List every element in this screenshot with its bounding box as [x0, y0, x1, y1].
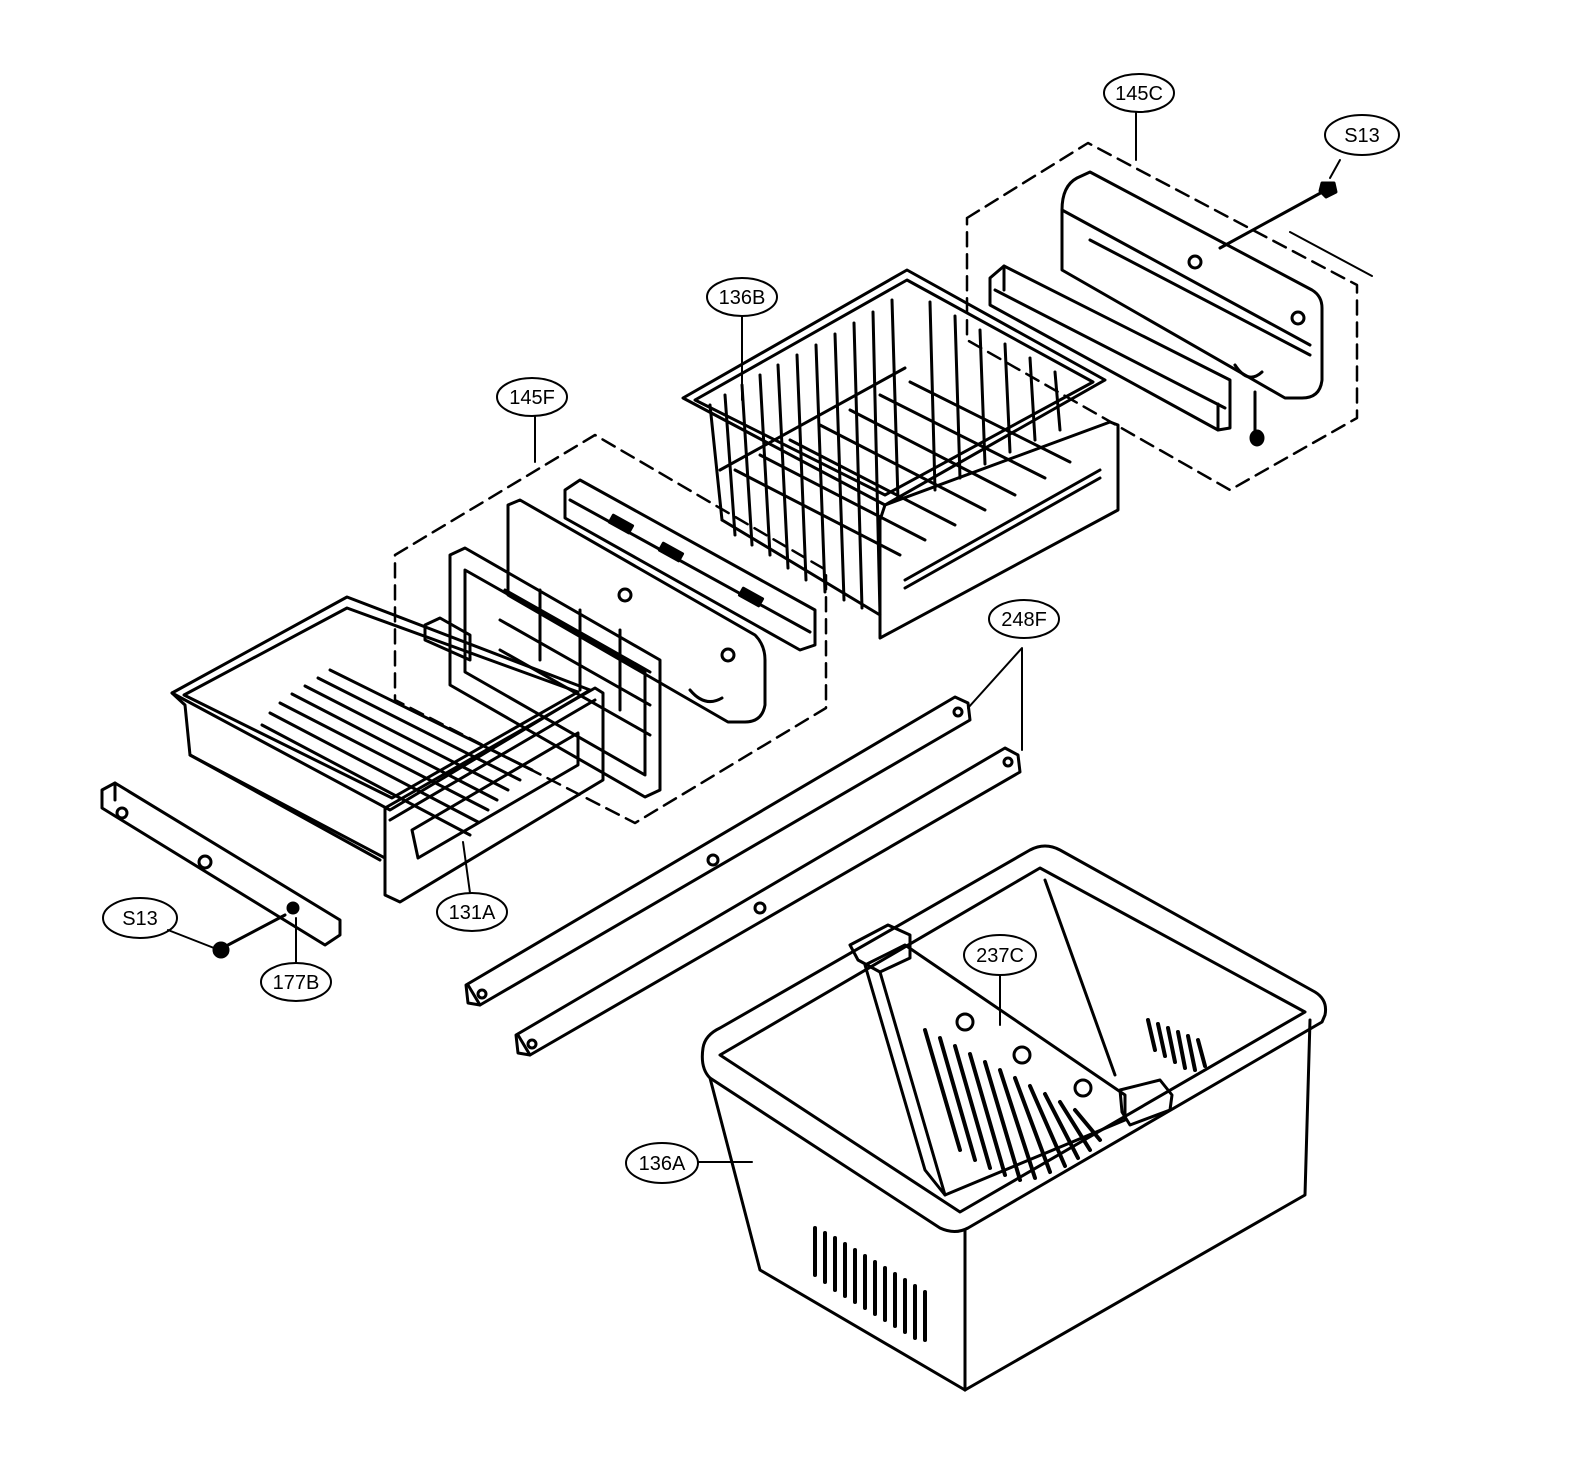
- svg-text:S13: S13: [122, 908, 158, 930]
- callout-145f: 145F: [496, 377, 568, 417]
- bin-136a: [702, 846, 1325, 1390]
- screw-s13-top: [1220, 183, 1336, 445]
- leader-s13-top: [1329, 159, 1341, 179]
- callout-237c: 237C: [963, 934, 1037, 976]
- leader-bracket: [1289, 231, 1373, 277]
- screw-s13-bottom: [214, 915, 285, 957]
- group-145c-outline: [965, 141, 1359, 492]
- svg-text:237C: 237C: [976, 945, 1024, 967]
- callout-131a: 131A: [436, 892, 508, 932]
- rail-145c: [990, 266, 1230, 430]
- rail-248f-upper: [466, 697, 970, 1005]
- plate-145f: [508, 500, 765, 722]
- leader-s13-bottom: [167, 929, 215, 949]
- callout-136b: 136B: [706, 277, 778, 317]
- leader-131a: [462, 841, 471, 894]
- callout-s13-bottom: S13: [102, 897, 178, 939]
- group-145f-outline: [393, 433, 828, 825]
- callout-136a: 136A: [625, 1142, 699, 1184]
- svg-text:177B: 177B: [273, 972, 320, 994]
- frame-145f: [425, 548, 660, 797]
- svg-text:136B: 136B: [719, 287, 766, 309]
- callout-s13-top: S13: [1324, 114, 1400, 156]
- rail-145f: [565, 480, 815, 650]
- svg-text:145C: 145C: [1115, 83, 1163, 105]
- svg-text:131A: 131A: [449, 902, 496, 924]
- bracket-145c: [1062, 172, 1322, 398]
- callout-248f: 248F: [988, 599, 1060, 639]
- divider-237c: [850, 925, 1172, 1195]
- svg-text:145F: 145F: [509, 387, 555, 409]
- callout-145c: 145C: [1103, 73, 1175, 113]
- leader-248f: [967, 647, 1023, 751]
- callout-177b: 177B: [260, 962, 332, 1002]
- svg-text:S13: S13: [1344, 125, 1380, 147]
- svg-text:136A: 136A: [639, 1153, 686, 1175]
- rail-177b: [102, 783, 340, 945]
- tray-131a: [172, 597, 603, 902]
- svg-text:248F: 248F: [1001, 609, 1047, 631]
- wire-basket-136b: [683, 270, 1118, 638]
- rail-248f-lower: [516, 748, 1020, 1055]
